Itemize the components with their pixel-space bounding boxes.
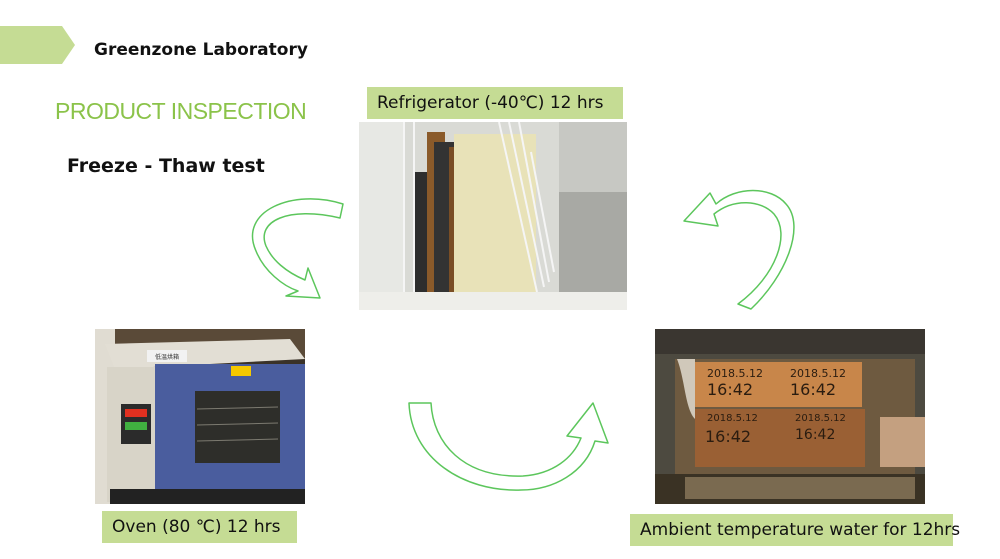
- sample4-time: 16:42: [795, 427, 835, 443]
- sample2-date: 2018.5.12: [790, 367, 846, 380]
- sample4-date: 2018.5.12: [795, 413, 846, 424]
- sample1-date: 2018.5.12: [707, 367, 763, 380]
- sample2-time: 16:42: [790, 380, 836, 399]
- section-title: PRODUCT INSPECTION: [55, 98, 307, 124]
- sample3-date: 2018.5.12: [707, 413, 758, 424]
- header-accent-tag: [0, 26, 75, 64]
- refrigerator-step-label: Refrigerator (-40℃) 12 hrs: [367, 87, 623, 119]
- oven-sticker-text: 低温烘箱: [155, 353, 179, 361]
- organization-name: Greenzone Laboratory: [94, 40, 308, 60]
- oven-step-label: Oven (80 ℃) 12 hrs: [102, 511, 297, 543]
- water-step-label: Ambient temperature water for 12hrs: [630, 514, 960, 546]
- water-bath-photo: 2018.5.12 16:42 2018.5.12 16:42 2018.5.1…: [655, 329, 925, 504]
- cycle-arrow-water-to-refrigerator: [683, 189, 795, 310]
- oven-photo: 低温烘箱: [95, 329, 305, 504]
- cycle-arrow-refrigerator-to-water: [408, 402, 609, 491]
- sample1-time: 16:42: [707, 380, 753, 399]
- sample3-time: 16:42: [705, 427, 751, 446]
- test-name: Freeze - Thaw test: [67, 155, 265, 177]
- cycle-arrow-oven-to-refrigerator: [251, 198, 344, 299]
- refrigerator-photo: [359, 122, 627, 310]
